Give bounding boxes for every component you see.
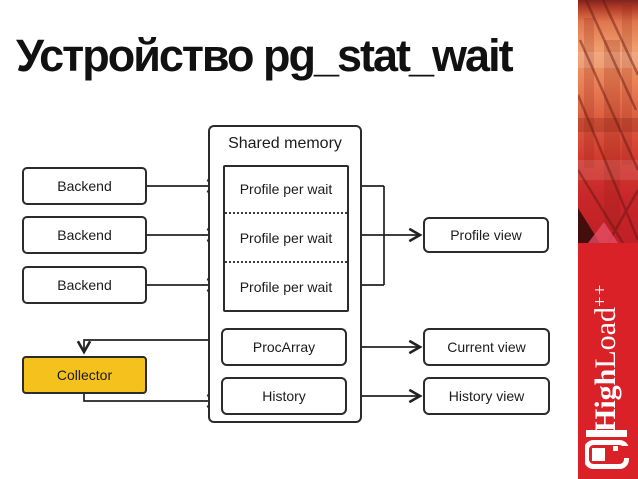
slide-title: Устройство pg_stat_wait	[16, 30, 514, 81]
banner-pattern-art	[578, 0, 638, 243]
backend-label: Backend	[57, 277, 112, 293]
procarray-box: ProcArray	[221, 328, 347, 366]
backend-box-1: Backend	[22, 167, 147, 205]
wordmark-load: Load	[589, 307, 622, 369]
history-view-box: History view	[423, 377, 550, 415]
highload-banner	[578, 243, 638, 479]
current-view-label: Current view	[447, 339, 526, 355]
profile-row-2: Profile per wait	[225, 211, 347, 262]
collector-label: Collector	[56, 367, 113, 383]
history-view-label: History view	[448, 388, 525, 404]
procarray-label: ProcArray	[252, 339, 316, 355]
profile-box: Profile per wait Profile per wait Profil…	[223, 165, 349, 312]
wordmark-high: High	[589, 368, 622, 432]
highload-logo-icon	[585, 430, 629, 469]
history-label: History	[262, 388, 306, 404]
backend-box-2: Backend	[22, 216, 147, 254]
backend-box-3: Backend	[22, 266, 147, 304]
shared-memory-container: Shared memory Profile per wait Profile p…	[208, 125, 362, 423]
profile-row-1: Profile per wait	[239, 181, 333, 198]
wordmark-plusplus: ++	[590, 283, 611, 307]
backend-label: Backend	[57, 178, 112, 194]
profile-view-box: Profile view	[423, 217, 549, 253]
history-box: History	[221, 377, 347, 415]
highload-wordmark: HighLoad++	[586, 283, 622, 432]
profile-row-3: Profile per wait	[225, 261, 347, 310]
arrow-collector-history	[83, 393, 221, 409]
collector-box: Collector	[22, 356, 147, 394]
current-view-box: Current view	[423, 328, 550, 366]
profile-view-label: Profile view	[450, 227, 522, 243]
shared-memory-title: Shared memory	[228, 135, 342, 152]
backend-label: Backend	[57, 227, 112, 243]
arrow-procarray-collector	[76, 339, 221, 355]
